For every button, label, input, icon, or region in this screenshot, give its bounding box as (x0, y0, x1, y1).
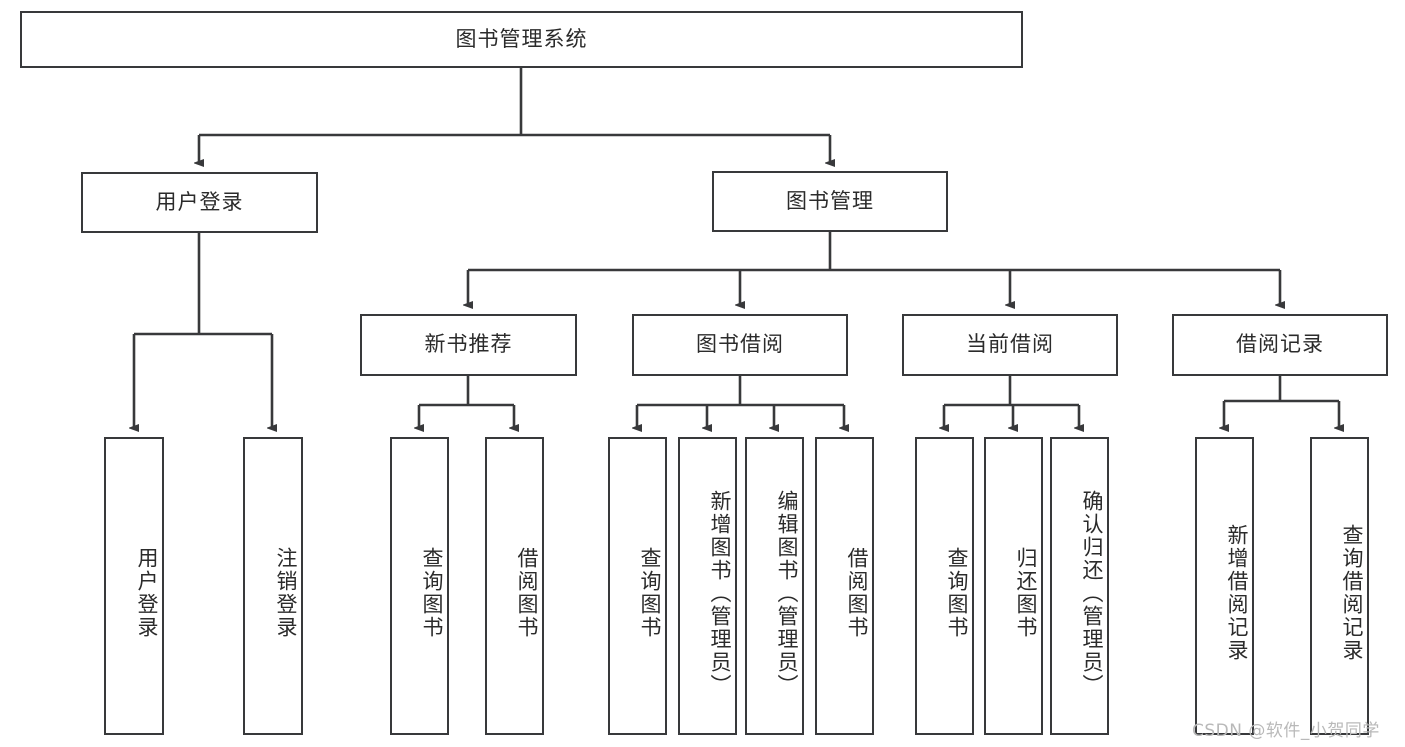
node-leaf-confirm-return-admin[interactable]: 确认归还（管理员） (1050, 437, 1109, 735)
node-leaf-add-book-admin[interactable]: 新增图书（管理员） (678, 437, 737, 735)
node-label: 查询借阅记录 (1340, 524, 1364, 662)
node-leaf-edit-book-admin[interactable]: 编辑图书（管理员） (745, 437, 804, 735)
node-label: 新增图书（管理员） (708, 489, 732, 697)
node-label: 图书管理 (786, 188, 874, 213)
node-leaf-query-book[interactable]: 查询图书 (608, 437, 667, 735)
node-leaf-user-logout[interactable]: 注销登录 (243, 437, 303, 735)
node-leaf-user-login[interactable]: 用户登录 (104, 437, 164, 735)
node-leaf-query-book-current[interactable]: 查询图书 (915, 437, 974, 735)
node-leaf-return-book[interactable]: 归还图书 (984, 437, 1043, 735)
node-user-login[interactable]: 用户登录 (81, 172, 318, 233)
node-leaf-borrow-book[interactable]: 借阅图书 (815, 437, 874, 735)
node-current-borrow[interactable]: 当前借阅 (902, 314, 1118, 376)
node-leaf-add-borrow-record[interactable]: 新增借阅记录 (1195, 437, 1254, 735)
node-label: 借阅图书 (515, 547, 539, 639)
node-label: 用户登录 (135, 547, 159, 639)
node-borrow-record[interactable]: 借阅记录 (1172, 314, 1388, 376)
node-label: 查询图书 (945, 547, 969, 639)
node-label: 新书推荐 (424, 332, 513, 357)
node-book-management-system[interactable]: 图书管理系统 (20, 11, 1023, 68)
node-new-book-recommend[interactable]: 新书推荐 (360, 314, 577, 376)
node-book-management[interactable]: 图书管理 (712, 171, 948, 232)
node-leaf-query-book-recommend[interactable]: 查询图书 (390, 437, 449, 735)
node-label: 图书借阅 (696, 332, 784, 357)
node-label: 编辑图书（管理员） (775, 489, 799, 697)
node-leaf-borrow-book-recommend[interactable]: 借阅图书 (485, 437, 544, 735)
node-label: 查询图书 (420, 547, 444, 639)
node-label: 注销登录 (274, 547, 298, 639)
node-book-borrow[interactable]: 图书借阅 (632, 314, 848, 376)
node-label: 用户登录 (155, 189, 244, 214)
node-label: 借阅记录 (1236, 332, 1324, 357)
node-leaf-query-borrow-record[interactable]: 查询借阅记录 (1310, 437, 1369, 735)
node-label: 新增借阅记录 (1225, 524, 1249, 662)
node-label: 当前借阅 (966, 332, 1054, 357)
node-label: 图书管理系统 (455, 26, 588, 51)
node-label: 归还图书 (1014, 547, 1038, 639)
node-label: 借阅图书 (845, 547, 869, 639)
node-label: 确认归还（管理员） (1080, 489, 1104, 697)
node-label: 查询图书 (638, 547, 662, 639)
